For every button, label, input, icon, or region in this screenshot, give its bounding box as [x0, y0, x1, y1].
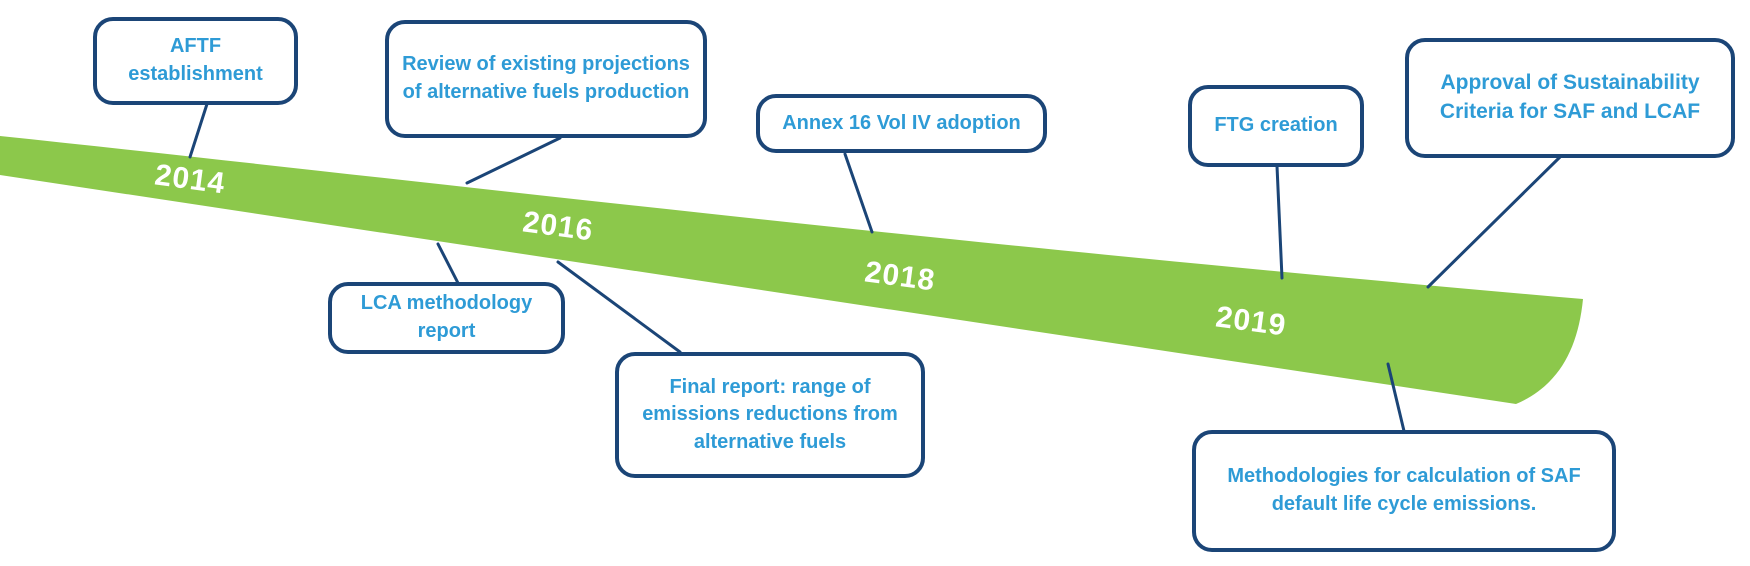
connector-lca	[436, 242, 460, 285]
event-box-ftg-creation: FTG creation	[1188, 85, 1364, 167]
connector-methodologies	[1386, 362, 1406, 433]
connector-review	[465, 136, 562, 185]
event-box-lca-methodology-report: LCA methodology report	[328, 282, 565, 354]
event-label: Final report: range of emissions reducti…	[642, 375, 898, 453]
connector-final-report	[556, 260, 682, 354]
timeline-band	[0, 136, 1583, 404]
event-box-sustainability-criteria-approval: Approval of Sustainability Criteria for …	[1405, 38, 1735, 158]
connector-aftf	[188, 102, 209, 159]
event-label: LCA methodology report	[360, 292, 533, 342]
event-box-aftf-establishment: AFTF establishment	[93, 17, 298, 105]
connector-ftg	[1275, 164, 1284, 280]
event-box-final-report: Final report: range of emissions reducti…	[615, 352, 925, 478]
event-label: Approval of Sustainability Criteria for …	[1439, 71, 1701, 123]
event-label: FTG creation	[1214, 114, 1338, 137]
event-box-saf-methodologies: Methodologies for calculation of SAF def…	[1192, 430, 1616, 552]
event-box-review-projections: Review of existing projections of altern…	[385, 20, 707, 138]
event-label: Review of existing projections of altern…	[402, 53, 690, 103]
event-label: Methodologies for calculation of SAF def…	[1227, 465, 1581, 515]
connector-approval	[1426, 155, 1562, 289]
event-box-annex-16-adoption: Annex 16 Vol IV adoption	[756, 94, 1047, 153]
event-label: Annex 16 Vol IV adoption	[782, 111, 1021, 134]
connector-annex	[843, 152, 874, 234]
event-label: AFTF establishment	[128, 35, 263, 85]
